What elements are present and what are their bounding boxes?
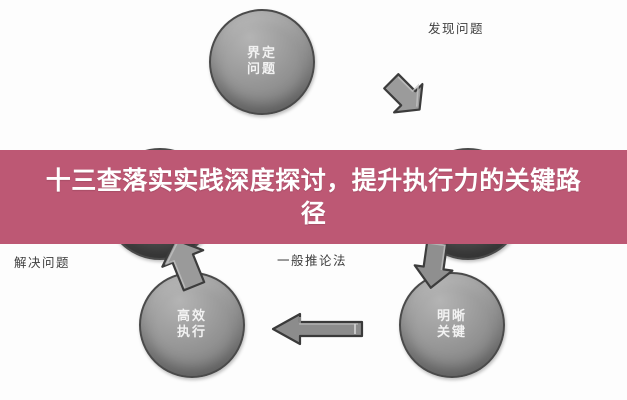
node-efficient-execution-line2: 执行: [176, 325, 207, 340]
node-efficient-execution: 高效 执行: [139, 272, 245, 378]
node-clarify-key-line2: 关键: [436, 325, 467, 340]
arrow-up-left-icon: [158, 236, 212, 292]
label-general-inference-method: 一般推论法: [277, 253, 348, 268]
arrow-down-right-icon: [372, 62, 436, 126]
node-clarify-key: 明晰 关键: [399, 272, 505, 378]
label-solve-problem: 解决问题: [14, 255, 71, 270]
label-discover-problem: 发现问题: [428, 21, 485, 36]
node-define-problem: 界定 问题: [209, 9, 315, 115]
node-efficient-execution-line1: 高效: [176, 308, 207, 324]
arrow-down-icon: [412, 238, 456, 292]
node-clarify-key-line1: 明晰: [436, 308, 467, 324]
arrow-left-icon: [270, 308, 366, 350]
page-title: 十三查落实实践深度探讨，提升执行力的关键路径: [45, 166, 582, 228]
node-define-problem-line2: 问题: [246, 62, 277, 77]
title-banner: 十三查落实实践深度探讨，提升执行力的关键路径: [0, 150, 627, 244]
node-define-problem-line1: 界定: [246, 45, 277, 61]
